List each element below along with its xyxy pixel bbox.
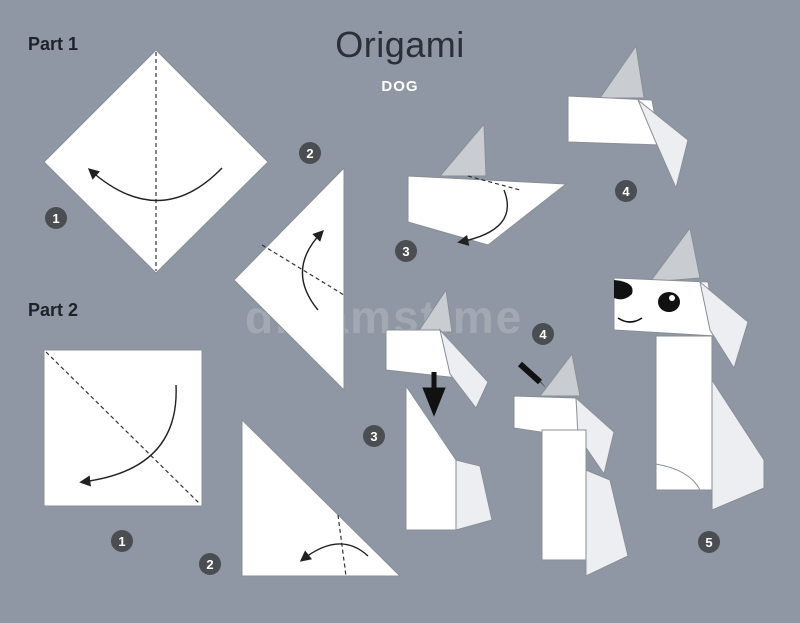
step-badge-part2-3: 3 — [363, 425, 385, 447]
part-2-label: Part 2 — [28, 300, 79, 320]
step-badge-part2-5: 5 — [698, 531, 720, 553]
pencil-icon — [517, 361, 546, 388]
step-badge-part1-2: 2 — [299, 142, 321, 164]
step-badge-part1-3: 3 — [395, 240, 417, 262]
part2-step1-square — [43, 349, 203, 507]
part2-step5-dog — [613, 226, 765, 511]
page-title: Origami — [335, 24, 465, 65]
step-badge-part1-4: 4 — [615, 180, 637, 202]
part1-step4-head — [567, 44, 689, 190]
step-badge-part2-4: 4 — [532, 323, 554, 345]
down-arrow-icon — [422, 372, 446, 417]
part1-step3-shape — [407, 122, 568, 246]
part1-step1-diamond — [43, 49, 269, 274]
step-badge-part2-1: 1 — [111, 530, 133, 552]
part-1-label: Part 1 — [28, 34, 79, 54]
step-badge-part2-2: 2 — [199, 553, 221, 575]
step-badge-part1-1: 1 — [45, 207, 67, 229]
part2-step4-body — [513, 352, 629, 577]
part2-step3-body — [385, 288, 493, 531]
part1-step2-triangle — [233, 166, 345, 392]
page-subtitle: DOG — [381, 78, 419, 95]
part2-step2-triangle — [241, 418, 402, 577]
